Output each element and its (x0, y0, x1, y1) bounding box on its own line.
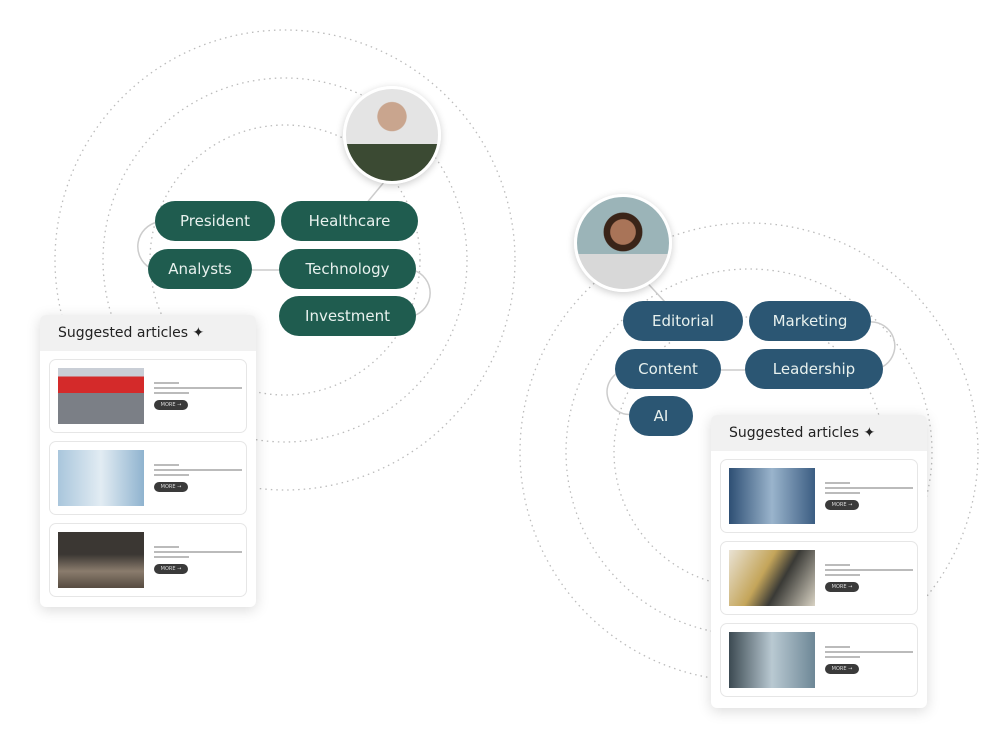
article-card[interactable]: MORE → (720, 459, 918, 533)
article-thumbnail (58, 368, 144, 424)
article-thumbnail (729, 632, 815, 688)
tag-healthcare[interactable]: Healthcare (281, 201, 418, 241)
article-card[interactable]: MORE → (720, 541, 918, 615)
article-card[interactable]: MORE → (49, 441, 247, 515)
suggested-articles-panel-right: Suggested articles ✦ MORE → MORE → MORE … (711, 415, 927, 708)
avatar-woman (574, 194, 672, 292)
article-card[interactable]: MORE → (720, 623, 918, 697)
article-thumbnail (58, 532, 144, 588)
article-thumbnail (729, 468, 815, 524)
tag-content[interactable]: Content (615, 349, 721, 389)
sparkle-icon: ✦ (192, 325, 205, 341)
more-button[interactable]: MORE → (825, 664, 859, 674)
more-button[interactable]: MORE → (825, 582, 859, 592)
tag-president[interactable]: President (155, 201, 275, 241)
tag-editorial[interactable]: Editorial (623, 301, 743, 341)
article-card[interactable]: MORE → (49, 523, 247, 597)
tag-investment[interactable]: Investment (279, 296, 416, 336)
article-card[interactable]: MORE → (49, 359, 247, 433)
sparkle-icon: ✦ (863, 425, 876, 441)
more-button[interactable]: MORE → (154, 564, 188, 574)
more-button[interactable]: MORE → (154, 482, 188, 492)
panel-title: Suggested articles (729, 425, 860, 441)
tag-marketing[interactable]: Marketing (749, 301, 871, 341)
panel-title: Suggested articles (58, 325, 189, 341)
more-button[interactable]: MORE → (154, 400, 188, 410)
tag-ai[interactable]: AI (629, 396, 693, 436)
suggested-articles-panel-left: Suggested articles ✦ MORE → MORE → MORE … (40, 315, 256, 607)
tag-technology[interactable]: Technology (279, 249, 416, 289)
article-thumbnail (729, 550, 815, 606)
tag-analysts[interactable]: Analysts (148, 249, 252, 289)
more-button[interactable]: MORE → (825, 500, 859, 510)
article-thumbnail (58, 450, 144, 506)
tag-leadership[interactable]: Leadership (745, 349, 883, 389)
avatar-man (343, 86, 441, 184)
